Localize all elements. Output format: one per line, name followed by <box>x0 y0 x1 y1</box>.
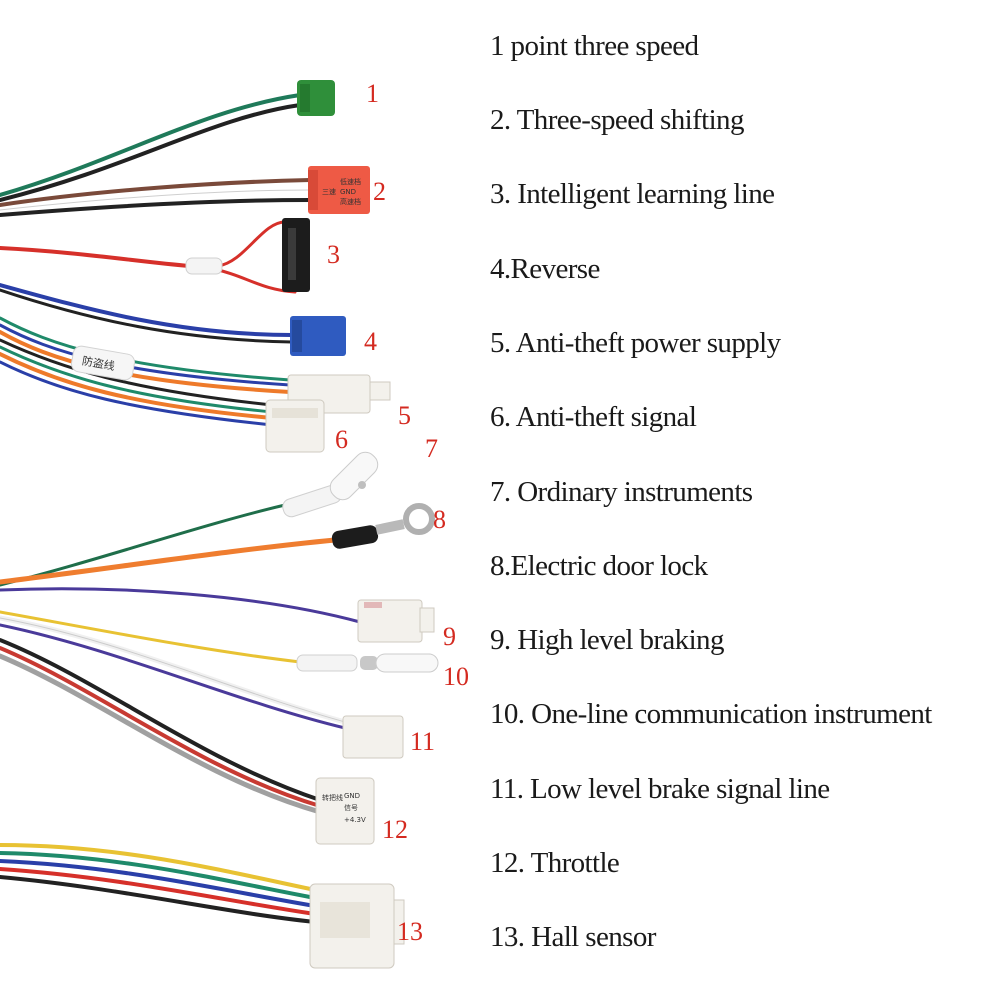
legend-item-9: 9. High level braking <box>490 624 724 656</box>
legend-item-8: 8.Electric door lock <box>490 550 708 582</box>
legend-item-2: 2. Three-speed shifting <box>490 104 744 136</box>
legend-item-4: 4.Reverse <box>490 253 600 285</box>
connector-red: 低速档 GND 高速档 三速 <box>308 166 370 214</box>
callout-10: 10 <box>443 662 469 691</box>
legend-item-7: 7. Ordinary instruments <box>490 476 753 508</box>
legend-item-3: 3. Intelligent learning line <box>490 178 775 210</box>
connector-green <box>297 80 335 116</box>
legend-item-6: 6. Anti-theft signal <box>490 401 697 433</box>
connector-red-side-label: 三速 <box>322 188 336 196</box>
connector-bullet-7 <box>282 451 379 518</box>
callout-7: 7 <box>425 434 438 463</box>
callout-6: 6 <box>335 425 348 454</box>
callout-11: 11 <box>410 727 435 756</box>
legend-item-10: 10. One-line communication instrument <box>490 698 932 730</box>
connector-red-label-2: GND <box>340 188 356 196</box>
connector-white-11 <box>342 715 404 759</box>
throttle-side-label: 转把线 <box>322 793 343 802</box>
legend-item-11: 11. Low level brake signal line <box>490 773 830 805</box>
legend-item-5: 5. Anti-theft power supply <box>490 327 781 359</box>
callout-numbers: 1 2 3 4 5 6 7 8 9 10 11 12 13 <box>327 79 469 946</box>
connector-throttle-12: 转把线 GND 信号 +4.3V <box>315 777 375 845</box>
connector-black <box>185 218 310 292</box>
connector-blue <box>290 316 346 356</box>
callout-13: 13 <box>397 917 423 946</box>
callout-3: 3 <box>327 240 340 269</box>
throttle-label-2: 信号 <box>344 803 358 812</box>
legend-item-13: 13. Hall sensor <box>490 921 656 953</box>
connector-white-6 <box>265 399 325 453</box>
callout-1: 1 <box>366 79 379 108</box>
throttle-label-1: GND <box>344 792 360 800</box>
connector-hall-13 <box>309 883 405 969</box>
callout-12: 12 <box>382 815 408 844</box>
legend-item-12: 12. Throttle <box>490 847 620 879</box>
anti-theft-sleeve: 防盗线 <box>70 345 136 381</box>
connector-ring-8 <box>331 503 435 549</box>
callout-2: 2 <box>373 177 386 206</box>
callout-5: 5 <box>398 401 411 430</box>
connector-white-9 <box>357 599 435 643</box>
callout-4: 4 <box>364 327 377 356</box>
throttle-label-3: +4.3V <box>344 816 366 824</box>
connector-red-label-3: 高速档 <box>340 197 361 206</box>
connector-red-label-1: 低速档 <box>340 177 361 186</box>
callout-8: 8 <box>433 505 446 534</box>
legend-item-1: 1 point three speed <box>490 30 699 62</box>
callout-9: 9 <box>443 622 456 651</box>
sleeve-label: 防盗线 <box>81 353 116 373</box>
connector-bullet-10 <box>296 653 439 673</box>
